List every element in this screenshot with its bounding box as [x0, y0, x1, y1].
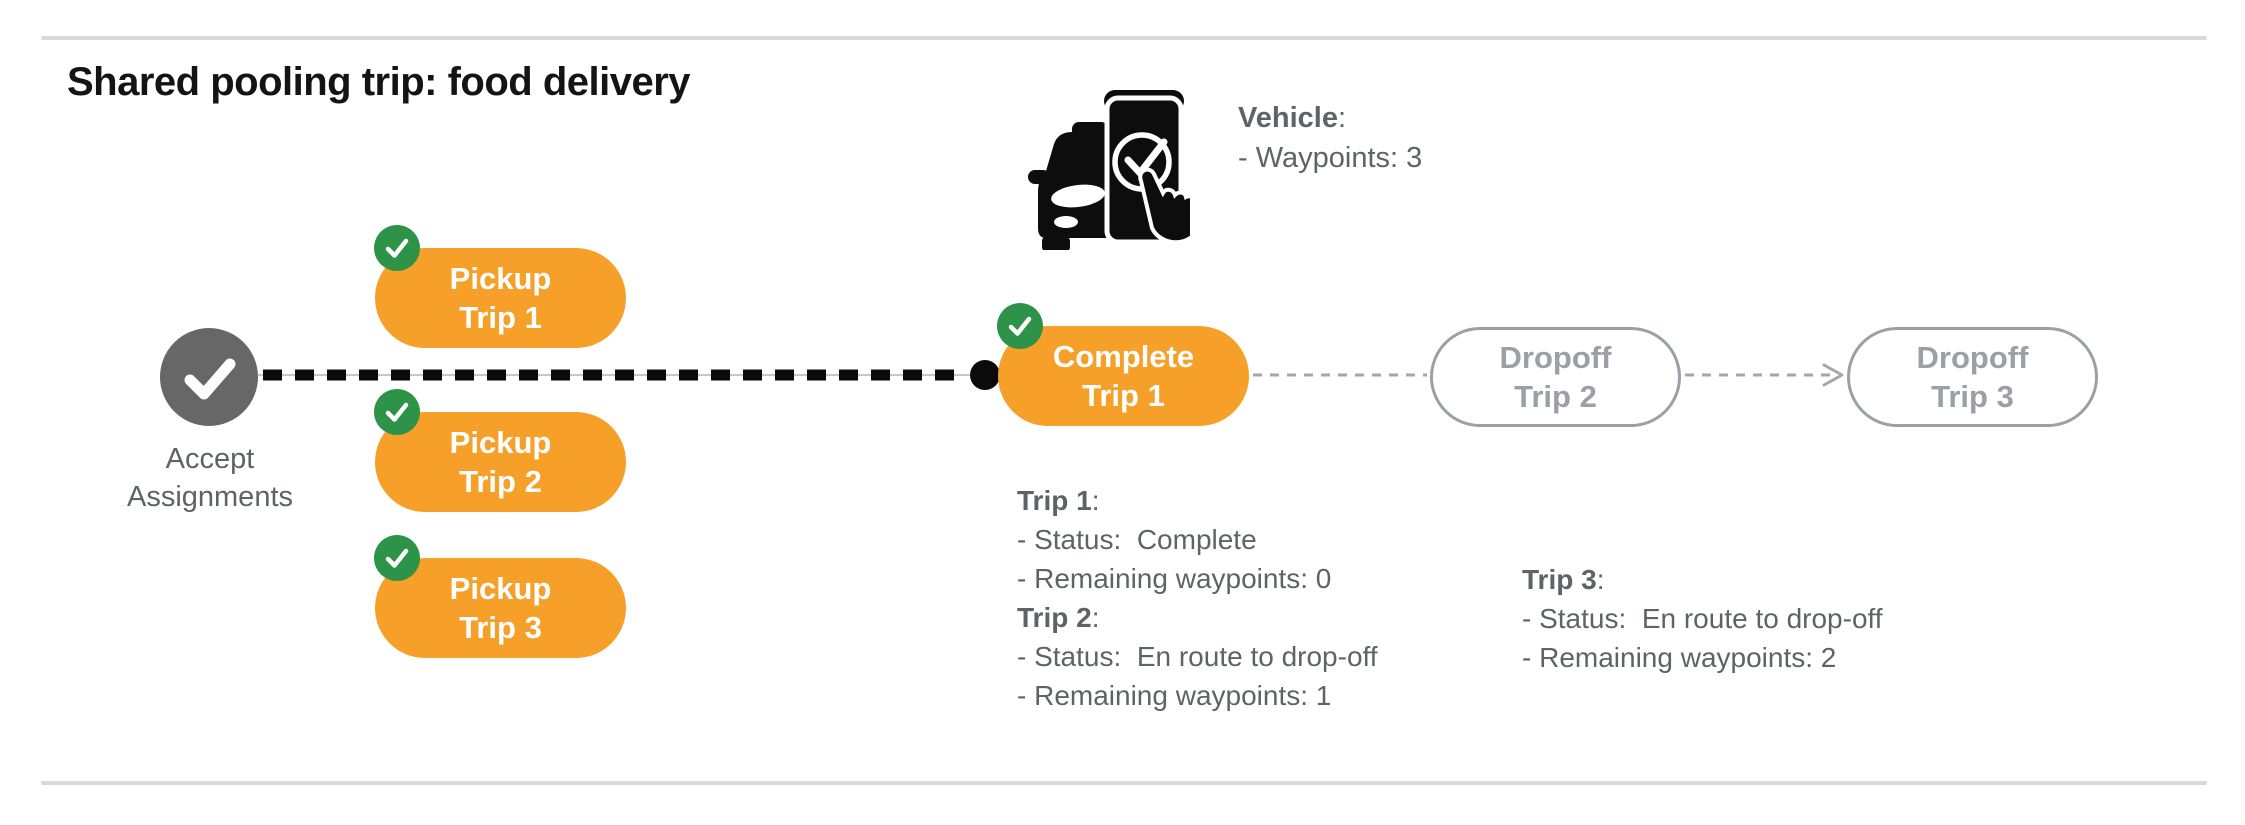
trip2-title: Trip 2	[1017, 602, 1092, 633]
node-label-line1: Complete	[1052, 339, 1195, 374]
trip1-status: - Status: Complete	[1017, 524, 1257, 555]
windshield-shape	[1051, 184, 1105, 208]
trip3-heading: Trip 3:	[1522, 560, 1883, 599]
check-badge-icon	[997, 303, 1043, 349]
vehicle-info: Vehicle: - Waypoints: 3	[1238, 98, 1422, 178]
trip1-waypoints: - Remaining waypoints: 0	[1017, 563, 1332, 594]
node-label-line1: Pickup	[449, 425, 552, 460]
node-pickup-trip-1: Pickup Trip 1	[375, 248, 626, 348]
check-icon	[184, 358, 236, 400]
trip1-title: Trip 1	[1017, 485, 1092, 516]
check-badge-icon	[374, 535, 420, 581]
headlight-shape	[1054, 216, 1078, 228]
trip3-waypoints: - Remaining waypoints: 2	[1522, 642, 1837, 673]
check-badge-icon	[374, 225, 420, 271]
node-dropoff-trip-3: Dropoff Trip 3	[1847, 327, 2098, 427]
node-label-line1: Pickup	[449, 261, 552, 296]
trip3-title: Trip 3	[1522, 564, 1597, 595]
node-label-line2: Trip 2	[459, 464, 542, 499]
node-label-line1: Pickup	[449, 571, 552, 606]
trip2-waypoints: - Remaining waypoints: 1	[1017, 680, 1332, 711]
hand-icon	[1138, 167, 1190, 245]
trip2-status: - Status: En route to drop-off	[1017, 641, 1378, 672]
accept-label-line1: Accept	[165, 443, 255, 475]
trip1-heading: Trip 1:	[1017, 481, 1378, 520]
vehicle-phone-check-icon	[1028, 90, 1190, 250]
trip2-heading: Trip 2:	[1017, 598, 1378, 637]
vehicle-label: Vehicle	[1238, 102, 1338, 134]
node-label-line2: Trip 3	[1931, 379, 2014, 414]
route-endpoint-dot	[970, 360, 1000, 390]
node-complete-trip-1: Complete Trip 1	[998, 326, 1249, 426]
node-dropoff-trip-2: Dropoff Trip 2	[1430, 327, 1681, 427]
accept-label-line2: Assignments	[126, 481, 293, 513]
node-label-line2: Trip 2	[1514, 379, 1597, 414]
trip3-status: - Status: En route to drop-off	[1522, 603, 1883, 634]
trip3-colon: :	[1596, 564, 1605, 595]
vehicle-waypoints: - Waypoints: 3	[1238, 142, 1423, 174]
accept-assignments-node	[160, 328, 258, 426]
arrowhead-icon	[1822, 363, 1844, 387]
node-pickup-trip-2: Pickup Trip 2	[375, 412, 626, 512]
check-badge-icon	[374, 389, 420, 435]
node-label-line2: Trip 3	[459, 610, 542, 645]
node-label-line2: Trip 1	[459, 300, 542, 335]
trip-status-block-1-2: Trip 1: - Status: Complete - Remaining w…	[1017, 481, 1378, 715]
node-label-line1: Dropoff	[1916, 340, 2029, 375]
node-label-line1: Dropoff	[1499, 340, 1612, 375]
vehicle-heading: Vehicle:	[1238, 98, 1422, 138]
node-pickup-trip-3: Pickup Trip 3	[375, 558, 626, 658]
top-divider	[41, 36, 2207, 40]
slide-title: Shared pooling trip: food delivery	[67, 60, 691, 104]
bottom-divider	[41, 781, 2207, 785]
node-label-line2: Trip 1	[1082, 378, 1165, 413]
accept-assignments-label: Accept Assignments	[55, 440, 365, 516]
trip-status-block-3: Trip 3: - Status: En route to drop-off -…	[1522, 560, 1883, 677]
trip1-colon: :	[1091, 485, 1100, 516]
vehicle-colon: :	[1337, 102, 1347, 134]
trip2-colon: :	[1091, 602, 1100, 633]
